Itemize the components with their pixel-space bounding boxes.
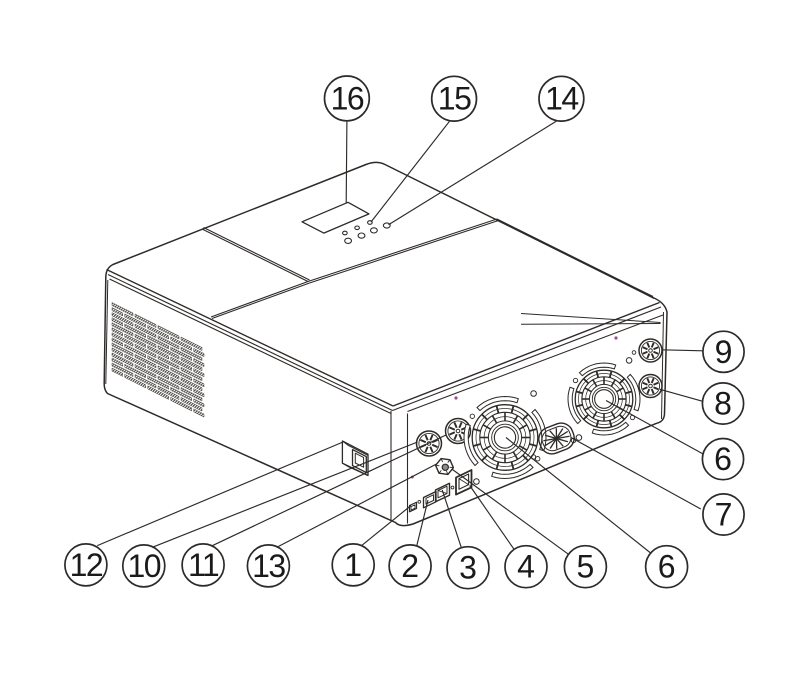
svg-text:15: 15 xyxy=(438,81,471,117)
svg-text:10: 10 xyxy=(128,548,161,584)
svg-text:1: 1 xyxy=(344,547,362,583)
svg-text:11: 11 xyxy=(188,547,219,583)
svg-text:14: 14 xyxy=(545,81,578,117)
svg-text:6: 6 xyxy=(658,549,676,585)
svg-text:9: 9 xyxy=(715,334,733,370)
svg-text:13: 13 xyxy=(252,548,285,584)
svg-text:12: 12 xyxy=(70,547,103,583)
svg-text:2: 2 xyxy=(401,548,419,584)
svg-text:7: 7 xyxy=(715,497,733,533)
svg-text:8: 8 xyxy=(714,386,732,422)
svg-text:5: 5 xyxy=(577,549,595,585)
svg-text:3: 3 xyxy=(459,550,477,586)
svg-text:4: 4 xyxy=(517,549,535,585)
svg-text:6: 6 xyxy=(714,441,732,477)
svg-text:16: 16 xyxy=(331,80,364,116)
